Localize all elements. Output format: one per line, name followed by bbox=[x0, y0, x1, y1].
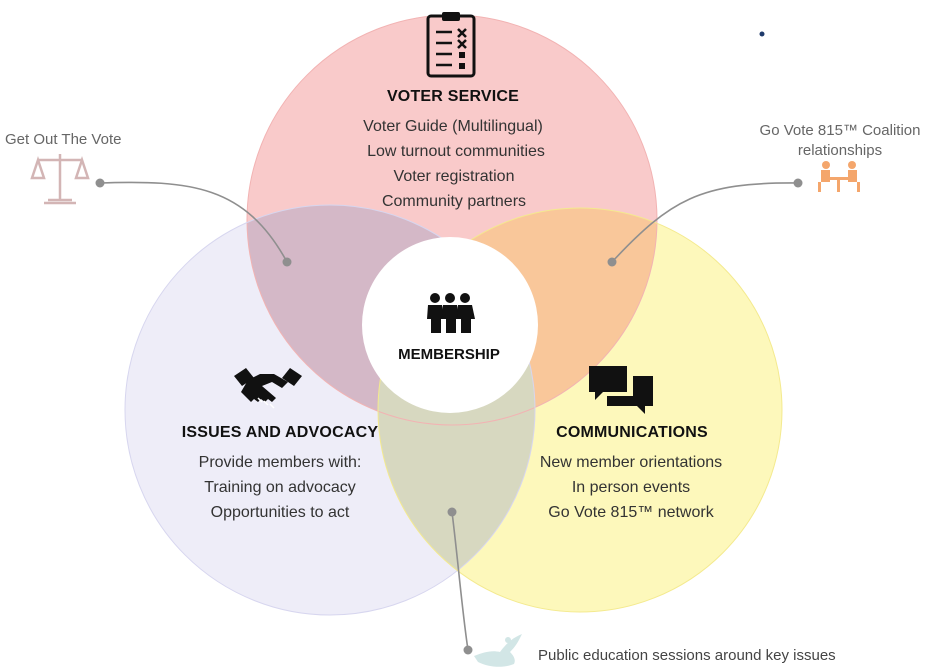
connector-public-education bbox=[451, 511, 469, 651]
coalition-label-line2: relationships bbox=[797, 142, 883, 159]
communications-item: In person events bbox=[571, 479, 691, 496]
scales-icon bbox=[30, 154, 90, 205]
issues-item: Opportunities to act bbox=[210, 504, 350, 521]
decorative-dot bbox=[759, 31, 765, 37]
handshake-icon bbox=[234, 368, 302, 409]
connector-get-out-vote bbox=[99, 181, 288, 263]
voter-service-title: VOTER SERVICE bbox=[386, 88, 520, 105]
communications-title: COMMUNICATIONS bbox=[556, 424, 708, 441]
voter-service-item: Voter registration bbox=[393, 168, 515, 185]
communications-item: New member orientations bbox=[539, 454, 723, 471]
chat-bubbles-icon bbox=[589, 366, 653, 414]
issues-title: ISSUES AND ADVOCACY bbox=[181, 424, 379, 441]
clipboard-checklist-icon bbox=[426, 12, 476, 78]
communications-item: Go Vote 815™ network bbox=[548, 504, 714, 521]
voter-service-item: Voter Guide (Multilingual) bbox=[363, 118, 543, 135]
connector-coalition bbox=[611, 182, 799, 263]
voter-service-item: Community partners bbox=[381, 193, 527, 210]
dove-icon bbox=[474, 634, 522, 667]
get-out-vote-label: Get Out The Vote bbox=[5, 131, 122, 148]
public-education-label: Public education sessions around key iss… bbox=[538, 647, 836, 664]
coalition-label-line1: Go Vote 815™ Coalition bbox=[759, 122, 921, 139]
people-group-icon bbox=[427, 293, 475, 333]
meeting-table-icon bbox=[818, 161, 860, 192]
issues-item: Provide members with: bbox=[198, 454, 362, 471]
membership-title: MEMBERSHIP bbox=[398, 346, 500, 363]
voter-service-item: Low turnout communities bbox=[367, 143, 545, 160]
issues-item: Training on advocacy bbox=[204, 479, 356, 496]
